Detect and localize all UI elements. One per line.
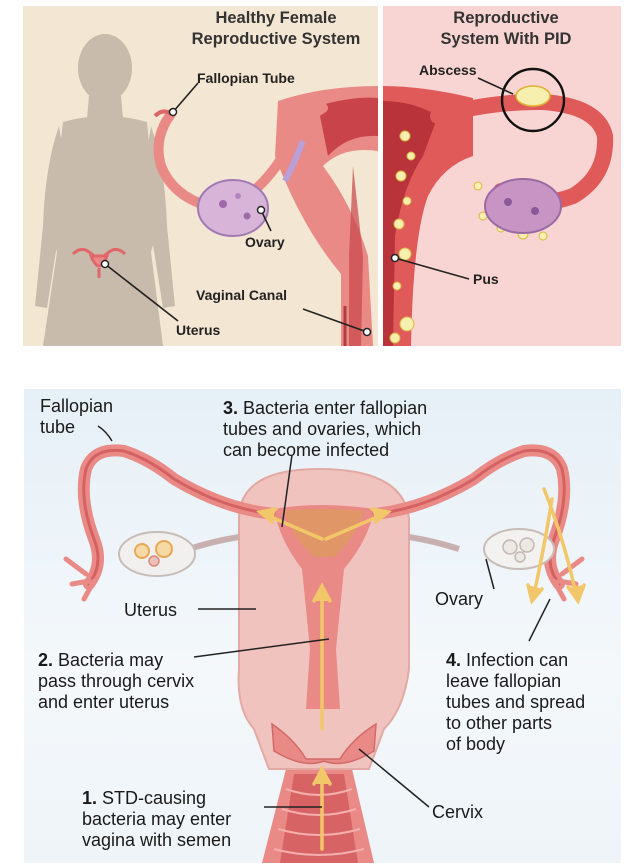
- right-ovary: [483, 528, 555, 570]
- bacteria-arrows: [256, 487, 586, 851]
- step2-line1: Bacteria may: [58, 650, 164, 670]
- uterus-label: Uterus: [176, 322, 221, 338]
- step4-line5: of body: [446, 734, 506, 754]
- step3-caption: 3. Bacteria enter fallopian tubes and ov…: [223, 398, 427, 461]
- step3-number: 3.: [223, 398, 239, 418]
- ovary-label: Ovary: [245, 234, 285, 250]
- left-fallopian-tube: [63, 444, 280, 602]
- step2-caption: 2. Bacteria may pass through cervix and …: [38, 650, 194, 713]
- vagina: [262, 769, 374, 863]
- step4-line3: tubes and spread: [446, 692, 586, 712]
- healthy-system-panel: Healthy Female Reproductive System Fallo…: [23, 6, 378, 346]
- abscess: [500, 67, 566, 133]
- healthy-system-illustration: [35, 34, 378, 346]
- uterine-cavity: [274, 505, 374, 709]
- step1-line1: STD-causing: [102, 788, 207, 808]
- pid-system-panel: Reproductive System With PID Abscess Pus: [383, 6, 621, 346]
- ovary-caption: Ovary: [435, 589, 484, 609]
- pid-progression-panel: Fallopian tube 3. Bacteria enter fallopi…: [24, 389, 621, 863]
- vaginal-canal-label: Vaginal Canal: [196, 287, 288, 303]
- cervix-caption: Cervix: [432, 802, 484, 822]
- fallopian-caption-line1: Fallopian: [40, 396, 114, 416]
- abscess-label: Abscess: [419, 62, 477, 78]
- healthy-uterus: [275, 86, 378, 346]
- step4-line2: leave fallopian: [446, 671, 562, 691]
- infected-ovary: [484, 178, 562, 234]
- step2-number: 2.: [38, 650, 54, 670]
- step3-line3: can become infected: [223, 440, 390, 460]
- pid-title-line2: System With PID: [440, 30, 572, 48]
- healthy-title-line2: Reproductive System: [191, 30, 361, 48]
- pid-panel-title: Reproductive System With PID: [391, 8, 621, 50]
- woman-silhouette: [35, 34, 175, 346]
- step3-line1: Bacteria enter fallopian: [243, 398, 428, 418]
- pid-title-line1: Reproductive: [453, 9, 559, 27]
- step1-line3: vagina with semen: [82, 830, 232, 850]
- cervix: [271, 722, 377, 765]
- healthy-panel-title: Healthy Female Reproductive System: [171, 8, 378, 50]
- step2-line2: pass through cervix: [38, 671, 195, 691]
- inflamed-uterus: [383, 86, 473, 346]
- pus-label: Pus: [473, 271, 499, 287]
- healthy-title-line1: Healthy Female: [215, 9, 337, 27]
- fallopian-caption-line2: tube: [40, 417, 76, 437]
- step4-line1: Infection can: [466, 650, 569, 670]
- left-ovary: [118, 531, 196, 577]
- step1-number: 1.: [82, 788, 98, 808]
- leader-lines: [97, 425, 551, 808]
- step1-caption: 1. STD-causing bacteria may enter vagina…: [82, 788, 231, 851]
- step1-line2: bacteria may enter: [82, 809, 232, 829]
- pid-system-illustration: [383, 67, 614, 346]
- step4-number: 4.: [446, 650, 462, 670]
- uterus-icon: [71, 247, 127, 278]
- healthy-ovary: [197, 179, 269, 237]
- step2-line3: and enter uterus: [38, 692, 170, 712]
- step4-line4: to other parts: [446, 713, 553, 733]
- step4-caption: 4. Infection can leave fallopian tubes a…: [446, 650, 585, 755]
- pid-progression-illustration: [63, 425, 586, 863]
- fallopian-tube-caption: Fallopian tube: [40, 396, 113, 438]
- uterus-caption: Uterus: [124, 600, 178, 620]
- step3-line2: tubes and ovaries, which: [223, 419, 422, 439]
- fallopian-tube-label: Fallopian Tube: [197, 70, 295, 86]
